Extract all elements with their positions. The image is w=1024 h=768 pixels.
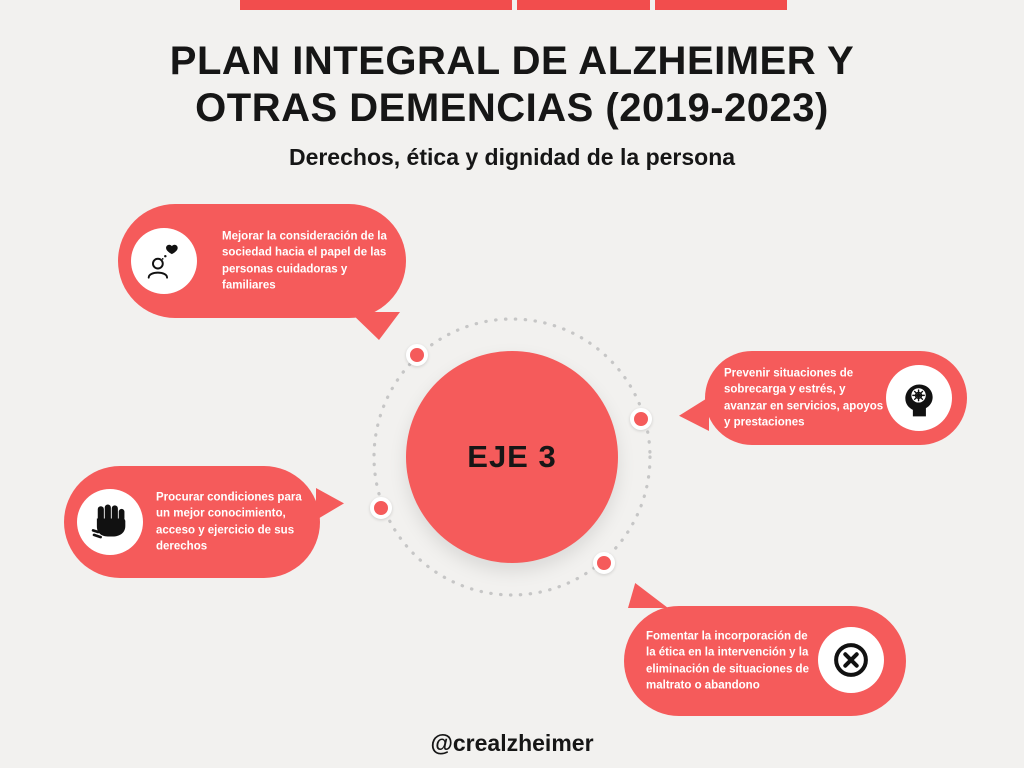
bubble-text: Mejorar la consideración de la sociedad … bbox=[222, 230, 387, 292]
eje-label: EJE 3 bbox=[467, 439, 557, 474]
top-bar-segment bbox=[517, 0, 650, 10]
dotted-orbit-ring bbox=[372, 317, 652, 597]
top-bar-segment bbox=[655, 0, 787, 10]
bubble-tail bbox=[316, 488, 344, 520]
ring-dot bbox=[370, 497, 392, 519]
bubble-caregivers: Mejorar la consideración de la sociedad … bbox=[118, 204, 406, 340]
bubble-tail bbox=[679, 397, 709, 431]
ring-dot bbox=[406, 344, 428, 366]
top-bar-segment bbox=[240, 0, 512, 10]
ring-dot bbox=[593, 552, 615, 574]
bubble-text: Fomentar la incorporación de la ética en… bbox=[646, 630, 809, 692]
ring-dot bbox=[630, 408, 652, 430]
person-heart-icon bbox=[131, 228, 197, 294]
bubble-overload-prevention: Prevenir situaciones de sobrecarga y est… bbox=[679, 351, 967, 445]
head-stress-icon bbox=[886, 365, 952, 431]
page-title: PLAN INTEGRAL DE ALZHEIMER Y OTRAS DEMEN… bbox=[0, 38, 1024, 132]
bubble-rights: Procurar condiciones para un mejor conoc… bbox=[64, 466, 344, 578]
page-title-line2: OTRAS DEMENCIAS (2019-2023) bbox=[195, 86, 829, 131]
bubble-ethics: Fomentar la incorporación de la ética en… bbox=[624, 583, 906, 716]
top-accent-bar bbox=[240, 0, 792, 10]
bubble-text: Prevenir situaciones de sobrecarga y est… bbox=[724, 367, 884, 429]
page-subtitle: Derechos, ética y dignidad de la persona bbox=[288, 144, 736, 170]
page-title-line1: PLAN INTEGRAL DE ALZHEIMER Y bbox=[169, 39, 855, 83]
raised-fist-icon bbox=[77, 489, 143, 555]
bubble-text: Procurar condiciones para un mejor conoc… bbox=[156, 491, 302, 553]
x-circle-icon bbox=[818, 627, 884, 693]
footer-handle: @crealzheimer bbox=[430, 730, 594, 756]
eje-circle: EJE 3 bbox=[406, 351, 618, 563]
